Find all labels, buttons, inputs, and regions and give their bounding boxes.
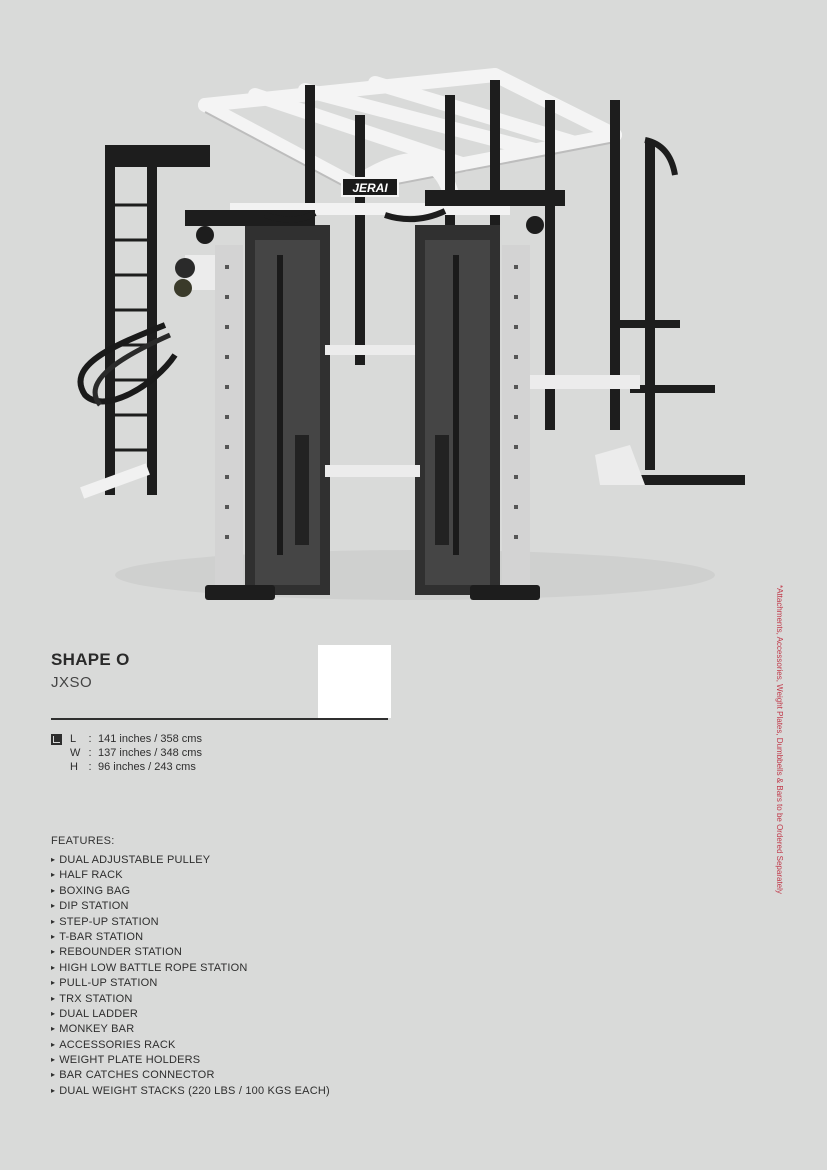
feature-item: BOXING BAG xyxy=(51,884,330,899)
feature-item: DIP STATION xyxy=(51,899,330,914)
feature-item: MONKEY BAR xyxy=(51,1022,330,1037)
feature-item: HALF RACK xyxy=(51,868,330,883)
feature-item: STEP-UP STATION xyxy=(51,915,330,930)
features-heading: FEATURES: xyxy=(51,835,115,847)
feature-item: TRX STATION xyxy=(51,992,330,1007)
feature-item: DUAL WEIGHT STACKS (220 LBS / 100 KGS EA… xyxy=(51,1084,330,1099)
dimension-width: W:137 inches / 348 cms xyxy=(70,747,202,759)
side-note: *Attachments, Accessories, Weight Plates… xyxy=(775,585,784,894)
color-swatch-box xyxy=(318,645,391,718)
product-code: JXSO xyxy=(51,674,93,691)
feature-item: T-BAR STATION xyxy=(51,930,330,945)
dimension-icon xyxy=(51,734,62,745)
feature-item: DUAL ADJUSTABLE PULLEY xyxy=(51,853,330,868)
feature-item: DUAL LADDER xyxy=(51,1007,330,1022)
feature-item: ACCESSORIES RACK xyxy=(51,1038,330,1053)
features-list: DUAL ADJUSTABLE PULLEY HALF RACK BOXING … xyxy=(51,853,330,1099)
brand-logo: JERAI xyxy=(352,181,388,195)
feature-item: REBOUNDER STATION xyxy=(51,945,330,960)
feature-item: PULL-UP STATION xyxy=(51,976,330,991)
product-image: JERAI xyxy=(77,68,745,600)
feature-item: HIGH LOW BATTLE ROPE STATION xyxy=(51,961,330,976)
divider xyxy=(51,718,388,720)
dimension-length: L:141 inches / 358 cms xyxy=(70,733,202,745)
feature-item: BAR CATCHES CONNECTOR xyxy=(51,1068,330,1083)
dimension-height: H:96 inches / 243 cms xyxy=(70,761,196,773)
product-title: SHAPE O xyxy=(51,650,130,669)
feature-item: WEIGHT PLATE HOLDERS xyxy=(51,1053,330,1068)
